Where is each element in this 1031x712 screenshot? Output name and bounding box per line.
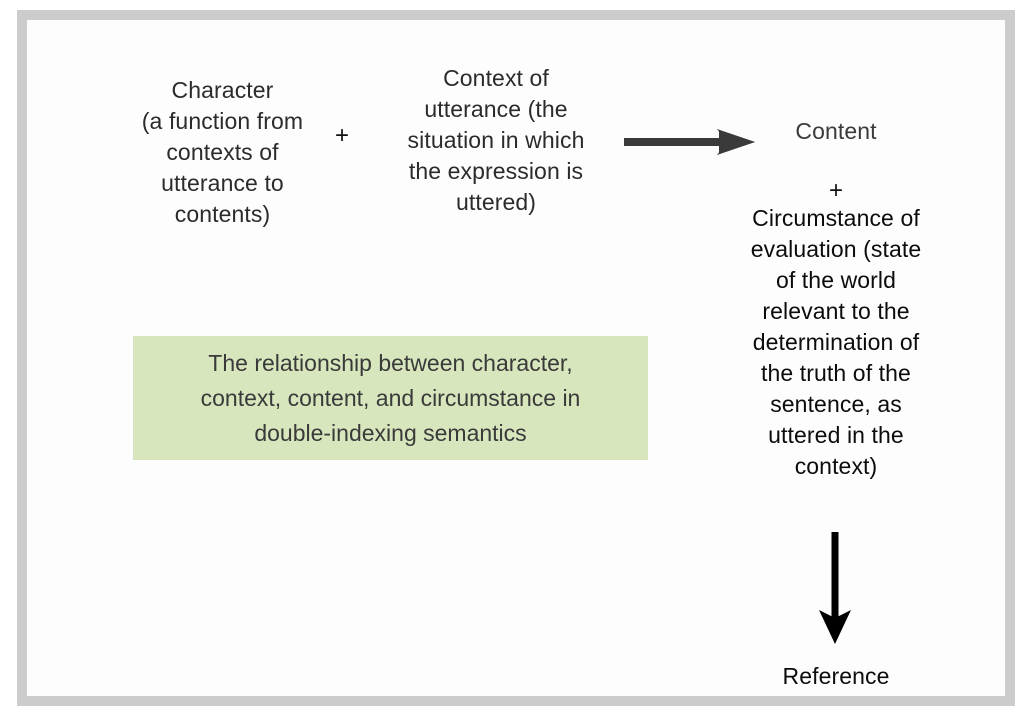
plus-operator-character-context: +	[334, 122, 349, 149]
context-of-utterance-term: Context of utterance (the situation in w…	[407, 65, 585, 215]
caption-box: The relationship between character, cont…	[133, 336, 648, 460]
caption-text: The relationship between character, cont…	[200, 349, 581, 446]
down-arrow-icon	[819, 532, 851, 644]
right-arrow-icon	[624, 129, 755, 155]
figure-frame: Character (a function from contexts of u…	[17, 10, 1015, 706]
reference-term: Reference	[782, 663, 890, 689]
character-term: Character (a function from contexts of u…	[141, 77, 304, 227]
circumstance-of-evaluation-term: Circumstance of evaluation (state of the…	[750, 205, 922, 479]
plus-operator-content-circumstance: +	[828, 177, 843, 204]
diagram-canvas: Character (a function from contexts of u…	[27, 20, 1005, 696]
content-term: Content	[795, 118, 877, 144]
